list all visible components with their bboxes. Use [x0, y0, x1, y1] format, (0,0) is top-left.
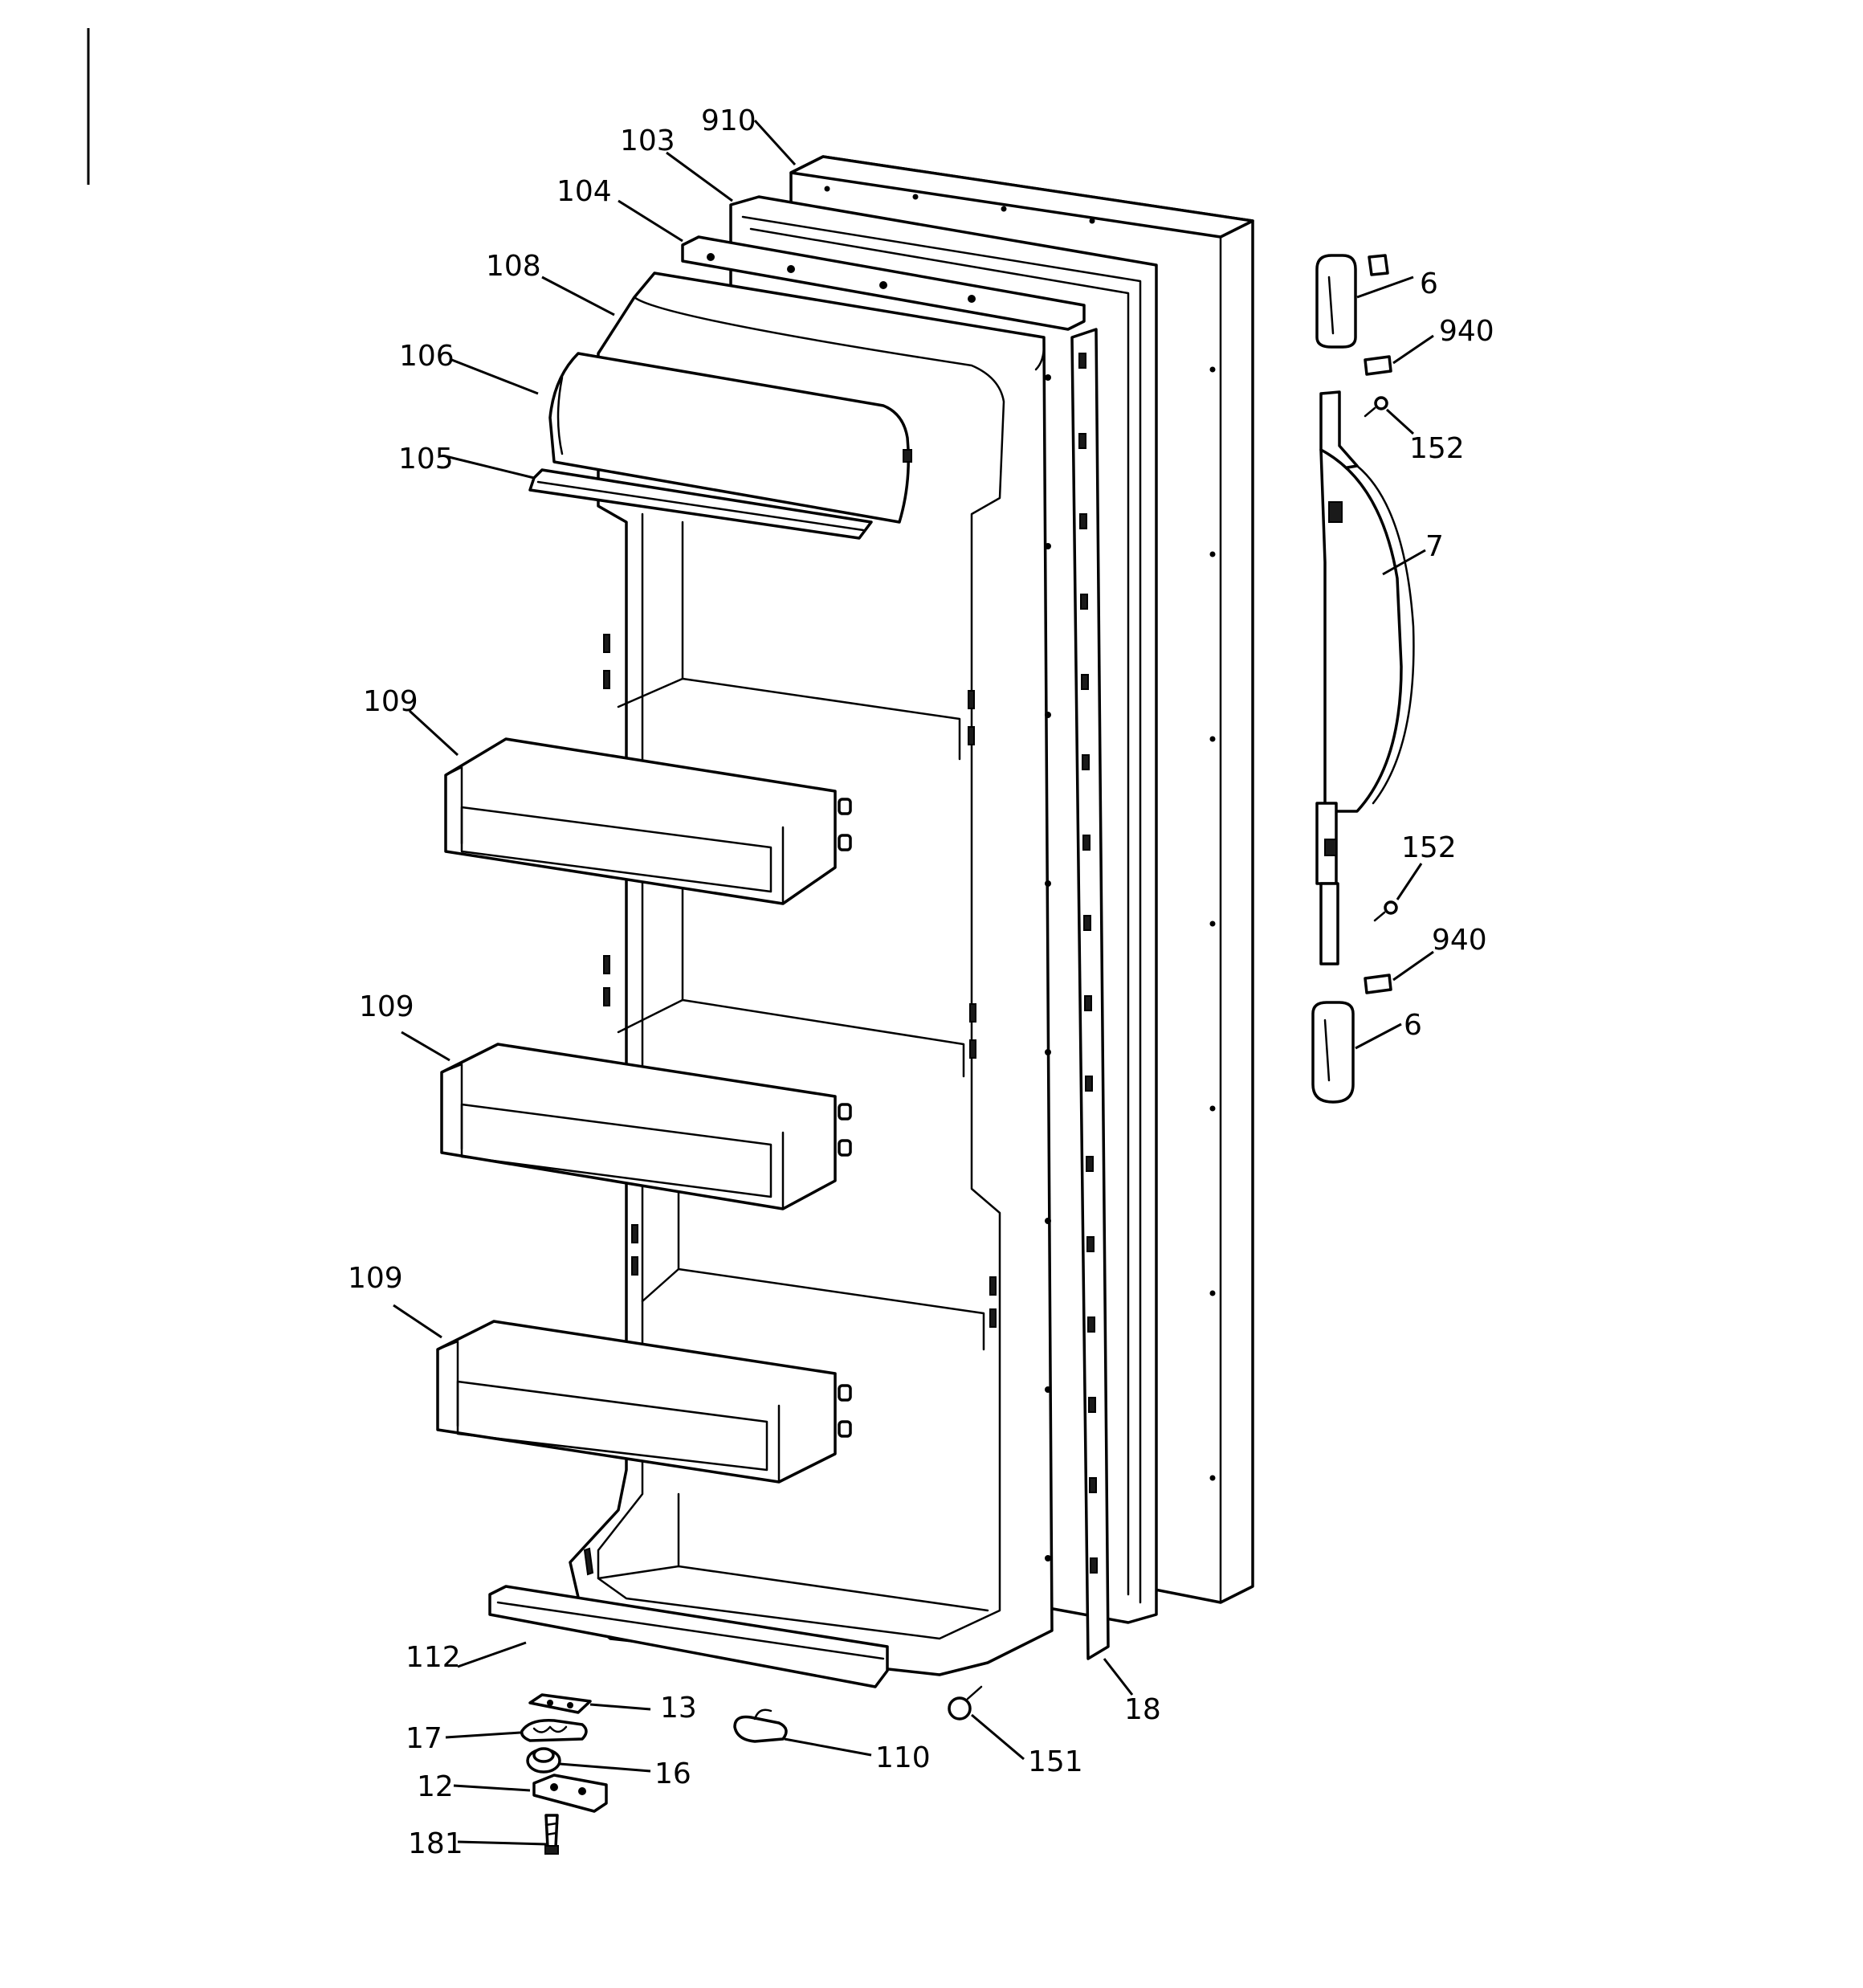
- callout-151: 151: [1028, 1745, 1083, 1778]
- dairy-compartment-door: [548, 352, 912, 524]
- handle-end-cap-top: [1315, 254, 1389, 349]
- leader-lines: [393, 119, 1434, 1846]
- door-bin-2: [440, 1043, 852, 1210]
- door-bin-3: [436, 1320, 852, 1484]
- screw-181: [544, 1814, 559, 1855]
- callout-17: 17: [406, 1722, 442, 1755]
- bin-mount-slots: [603, 634, 997, 1328]
- bushing-110: [733, 1708, 788, 1743]
- door-handle: [1315, 390, 1415, 965]
- liner-holes: [1045, 374, 1051, 1561]
- gasket-strip-slots: [1078, 353, 1098, 1574]
- callout-181: 181: [408, 1827, 463, 1860]
- callout-112: 112: [406, 1641, 461, 1674]
- callout-12: 12: [417, 1770, 454, 1803]
- callout-105: 105: [398, 443, 454, 476]
- callout-6-bottom: 6: [1404, 1009, 1422, 1042]
- callout-7: 7: [1425, 530, 1444, 563]
- panel-screw-holes: [824, 186, 1216, 1481]
- handle-mount-clip-bottom: [1364, 974, 1392, 994]
- callout-13: 13: [660, 1692, 697, 1725]
- hinge-12: [532, 1774, 608, 1813]
- shim-17: [520, 1719, 588, 1742]
- callout-106: 106: [399, 340, 455, 373]
- callout-103: 103: [620, 125, 675, 157]
- callout-109-middle: 109: [359, 990, 414, 1023]
- handle-end-cap-bottom: [1311, 1001, 1355, 1104]
- callout-910: 910: [701, 104, 756, 137]
- hinge-bushing-16: [526, 1747, 561, 1774]
- callout-152-bottom: 152: [1401, 831, 1457, 864]
- callout-108: 108: [486, 250, 541, 283]
- callout-110: 110: [875, 1741, 931, 1774]
- callout-940-bottom: 940: [1432, 924, 1487, 957]
- callout-6-top: 6: [1420, 267, 1438, 300]
- screw-151: [948, 1685, 983, 1721]
- bottom-trim-bar: [488, 1585, 889, 1688]
- callout-18: 18: [1124, 1693, 1161, 1726]
- callout-labels: 910 103 104 108 106 105 109 109 109 112 …: [348, 104, 1494, 1860]
- handle-mount-clip-top: [1364, 355, 1392, 376]
- handle-screw-top: [1364, 396, 1388, 418]
- gasket-strip: [1070, 328, 1110, 1660]
- dairy-hinge-bar: [528, 468, 873, 540]
- callout-940-top: 940: [1439, 315, 1494, 348]
- door-bin-1: [444, 737, 852, 905]
- handle-screw-bottom: [1373, 900, 1398, 922]
- callout-109-top: 109: [363, 685, 418, 718]
- hinge-plate-13: [528, 1693, 592, 1714]
- callout-16: 16: [654, 1757, 691, 1790]
- top-trim-strip: [681, 235, 1086, 331]
- callout-152-top: 152: [1409, 432, 1465, 465]
- callout-109-bottom: 109: [348, 1262, 403, 1295]
- callout-104: 104: [556, 175, 612, 208]
